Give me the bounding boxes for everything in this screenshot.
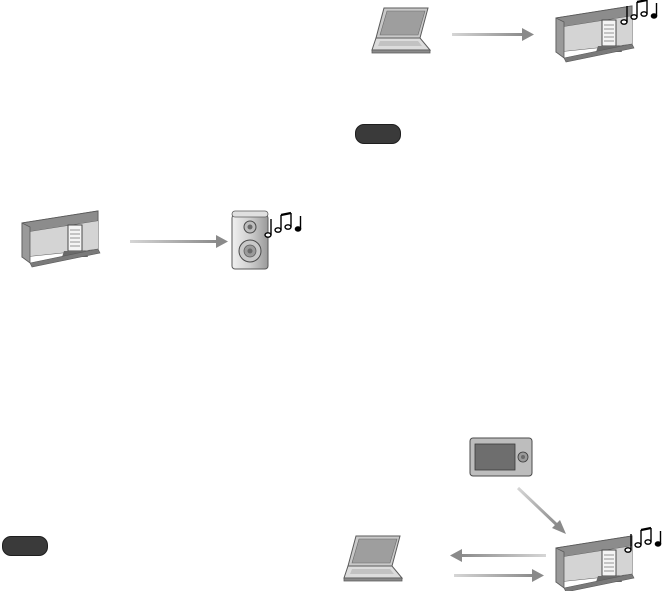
music-notes-icon bbox=[621, 0, 657, 24]
speaker-dock-icon bbox=[22, 211, 100, 267]
figure-dock-to-speaker bbox=[20, 205, 310, 275]
figure-laptop-to-dock bbox=[364, 0, 663, 70]
arrow-right-icon bbox=[452, 28, 534, 41]
laptop-icon bbox=[344, 536, 402, 581]
arrow-right-icon bbox=[454, 569, 544, 582]
arrow-diagonal-icon bbox=[518, 488, 566, 534]
laptop-icon bbox=[372, 8, 430, 53]
speaker-dock-icon bbox=[556, 6, 634, 62]
speaker-dock-icon bbox=[556, 536, 634, 591]
note-badge bbox=[355, 124, 401, 144]
figure-multi-device bbox=[340, 430, 663, 591]
arrow-left-icon bbox=[450, 549, 546, 562]
speaker-icon bbox=[232, 211, 268, 269]
note-badge bbox=[2, 536, 48, 556]
music-notes-icon bbox=[625, 528, 661, 552]
music-notes-icon bbox=[265, 213, 301, 237]
arrow-right-icon bbox=[130, 235, 228, 248]
media-player-icon bbox=[470, 438, 532, 476]
